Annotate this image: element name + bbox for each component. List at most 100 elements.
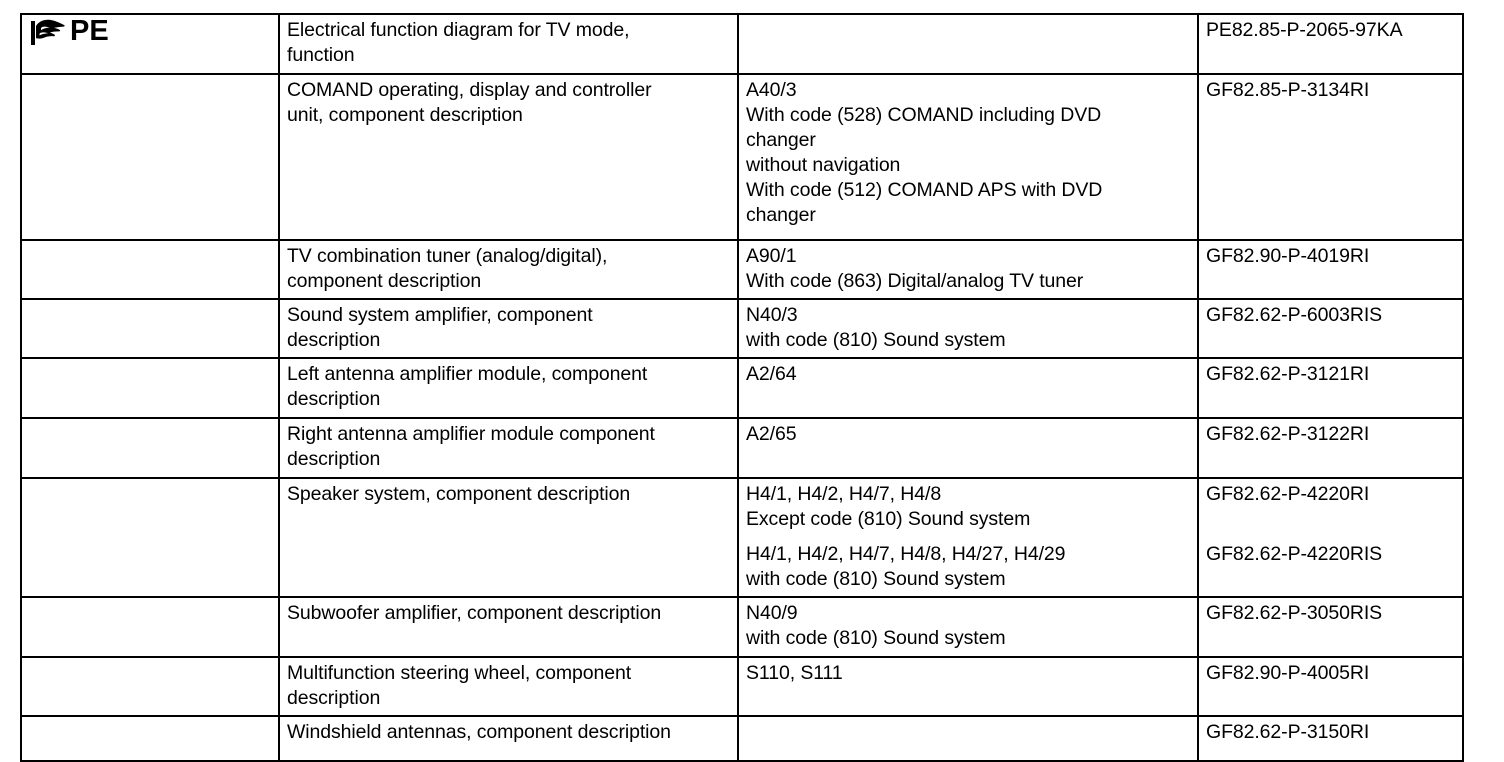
table-row: Left antenna amplifier module, component… — [20, 357, 1464, 419]
row-component-cell: N40/3 with code (810) Sound system — [737, 298, 1199, 359]
component-line: With code (863) Digital/analog TV tuner — [746, 270, 1084, 292]
component-line: changer — [746, 129, 816, 151]
component-spacer — [746, 532, 1191, 542]
reference-line: GF82.62-P-3122RI — [1206, 423, 1370, 445]
row-description-cell: Sound system amplifier, component descri… — [278, 298, 739, 359]
description-line: description — [287, 388, 381, 410]
row-reference-cell: GF82.90-P-4005RI — [1197, 656, 1464, 717]
description-line: description — [287, 687, 381, 709]
component-line: without navigation — [746, 154, 901, 176]
row-icon-cell — [20, 715, 280, 762]
reference-line: GF82.62-P-3150RI — [1206, 721, 1370, 743]
reference-line: GF82.62-P-4220RI — [1206, 483, 1370, 505]
row-description-cell: Windshield antennas, component descripti… — [278, 715, 739, 762]
table-body: PE Electrical function diagram for TV mo… — [20, 13, 1464, 762]
row-component-cell: N40/9 with code (810) Sound system — [737, 596, 1199, 658]
row-component-cell — [737, 715, 1199, 762]
table-row: Sound system amplifier, component descri… — [20, 298, 1464, 359]
row-description-cell: Electrical function diagram for TV mode,… — [278, 13, 739, 75]
row-reference-cell: GF82.62-P-3122RI — [1197, 417, 1464, 479]
component-line: S110, S111 — [746, 662, 843, 684]
description-line: description — [287, 329, 381, 351]
component-line: H4/1, H4/2, H4/7, H4/8, H4/27, H4/29 — [746, 543, 1066, 565]
row-reference-cell: GF82.90-P-4019RI — [1197, 239, 1464, 300]
row-component-cell: A2/64 — [737, 357, 1199, 419]
pointing-hand-icon — [29, 18, 69, 48]
description-line: COMAND operating, display and controller — [287, 79, 652, 101]
description-line: Electrical function diagram for TV mode, — [287, 19, 630, 41]
row-reference-cell: GF82.62-P-3050RIS — [1197, 596, 1464, 658]
row-description-cell: Speaker system, component description — [278, 477, 739, 598]
row-icon-cell — [20, 73, 280, 241]
description-line: Multifunction steering wheel, component — [287, 662, 632, 684]
row-component-cell: A90/1 With code (863) Digital/analog TV … — [737, 239, 1199, 300]
table-row: TV combination tuner (analog/digital), c… — [20, 239, 1464, 300]
reference-spacer — [1206, 532, 1456, 542]
component-line: N40/3 — [746, 304, 798, 326]
row-icon-cell — [20, 357, 280, 419]
row-description-cell: Subwoofer amplifier, component descripti… — [278, 596, 739, 658]
component-line: Except code (810) Sound system — [746, 508, 1031, 530]
table-row: Speaker system, component description H4… — [20, 477, 1464, 598]
row-reference-cell: GF82.62-P-3121RI — [1197, 357, 1464, 419]
table-row: Subwoofer amplifier, component descripti… — [20, 596, 1464, 658]
row-component-cell: H4/1, H4/2, H4/7, H4/8 Except code (810)… — [737, 477, 1199, 598]
component-line: with code (810) Sound system — [746, 568, 1006, 590]
component-line: with code (810) Sound system — [746, 627, 1006, 649]
row-reference-cell: PE82.85-P-2065-97KA — [1197, 13, 1464, 75]
component-line: A90/1 — [746, 245, 797, 267]
reference-spacer — [1206, 507, 1456, 532]
row-reference-cell: GF82.62-P-3150RI — [1197, 715, 1464, 762]
description-line: Left antenna amplifier module, component — [287, 363, 648, 385]
reference-line: GF82.90-P-4005RI — [1206, 662, 1370, 684]
row-description-cell: Left antenna amplifier module, component… — [278, 357, 739, 419]
component-line: With code (528) COMAND including DVD — [746, 104, 1102, 126]
description-line: Subwoofer amplifier, component descripti… — [287, 602, 662, 624]
row-component-cell: S110, S111 — [737, 656, 1199, 717]
reference-line: GF82.85-P-3134RI — [1206, 79, 1370, 101]
table-row: Right antenna amplifier module component… — [20, 417, 1464, 479]
row-reference-cell: GF82.85-P-3134RI — [1197, 73, 1464, 241]
document-page: PE Electrical function diagram for TV mo… — [20, 13, 1464, 762]
reference-line: GF82.62-P-4220RIS — [1206, 543, 1383, 565]
description-line: TV combination tuner (analog/digital), — [287, 245, 608, 267]
description-line: Speaker system, component description — [287, 483, 631, 505]
component-line: With code (512) COMAND APS with DVD — [746, 179, 1103, 201]
component-line: H4/1, H4/2, H4/7, H4/8 — [746, 483, 942, 505]
component-reference-table: PE Electrical function diagram for TV mo… — [20, 13, 1464, 762]
component-line: changer — [746, 204, 816, 226]
row-component-cell — [737, 13, 1199, 75]
description-line: function — [287, 44, 355, 66]
description-line: description — [287, 448, 381, 470]
reference-line: GF82.62-P-3050RIS — [1206, 602, 1383, 624]
component-line: N40/9 — [746, 602, 798, 624]
component-line: A2/65 — [746, 423, 797, 445]
table-row: Windshield antennas, component descripti… — [20, 715, 1464, 762]
description-line: Windshield antennas, component descripti… — [287, 721, 671, 743]
reference-line: PE82.85-P-2065-97KA — [1206, 19, 1403, 41]
row-description-cell: Multifunction steering wheel, component … — [278, 656, 739, 717]
row-component-cell: A2/65 — [737, 417, 1199, 479]
row-reference-cell: GF82.62-P-6003RIS — [1197, 298, 1464, 359]
row-icon-cell — [20, 417, 280, 479]
row-description-cell: Right antenna amplifier module component… — [278, 417, 739, 479]
row-description-cell: TV combination tuner (analog/digital), c… — [278, 239, 739, 300]
description-line: Right antenna amplifier module component — [287, 423, 655, 445]
component-line: A40/3 — [746, 79, 797, 101]
component-line: A2/64 — [746, 363, 797, 385]
description-line: Sound system amplifier, component — [287, 304, 593, 326]
reference-line: GF82.62-P-3121RI — [1206, 363, 1370, 385]
description-line: unit, component description — [287, 104, 523, 126]
row-icon-cell — [20, 596, 280, 658]
reference-line: GF82.90-P-4019RI — [1206, 245, 1370, 267]
row-component-cell: A40/3 With code (528) COMAND including D… — [737, 73, 1199, 241]
row-icon-cell — [20, 656, 280, 717]
row-icon-cell — [20, 477, 280, 598]
reference-line: GF82.62-P-6003RIS — [1206, 304, 1383, 326]
row-icon-cell: PE — [20, 13, 280, 75]
table-row: COMAND operating, display and controller… — [20, 73, 1464, 241]
row-description-cell: COMAND operating, display and controller… — [278, 73, 739, 241]
row-reference-cell: GF82.62-P-4220RI GF82.62-P-4220RIS — [1197, 477, 1464, 598]
row-icon-cell — [20, 298, 280, 359]
row-icon-cell — [20, 239, 280, 300]
